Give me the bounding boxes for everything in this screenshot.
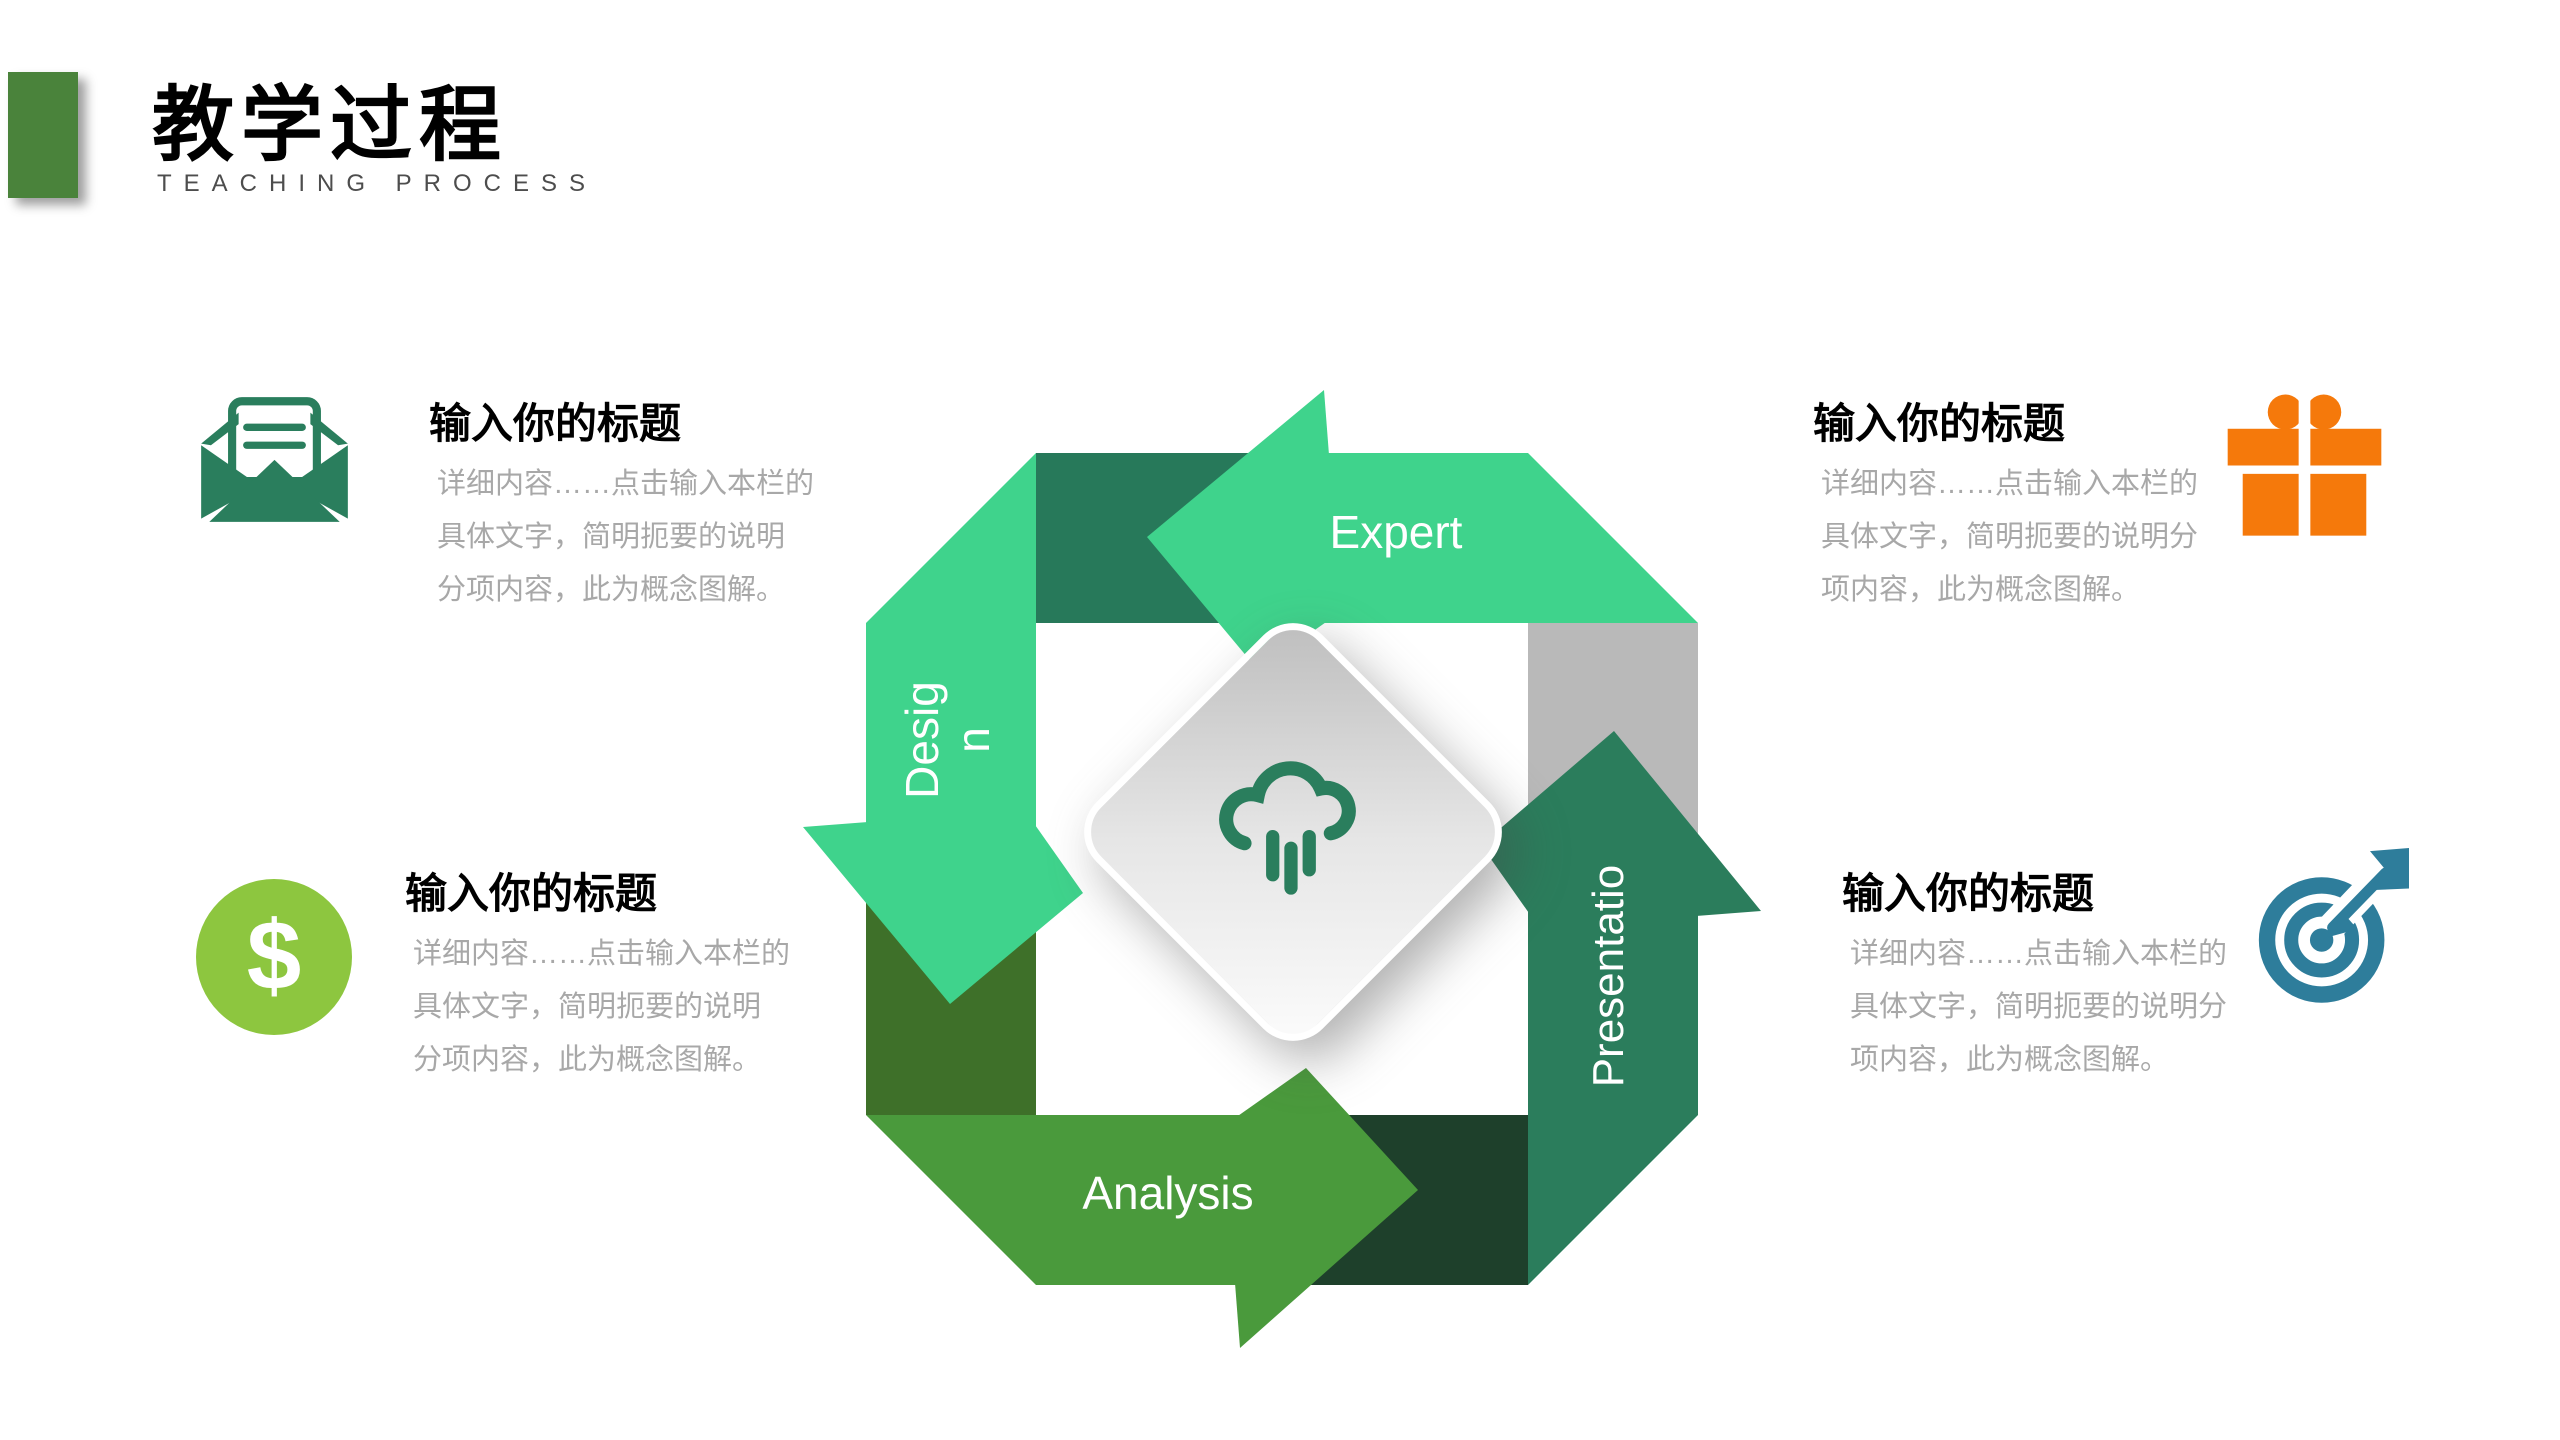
block-title-top-right: 输入你的标题 [1813,400,2066,447]
dollar-glyph: $ [246,900,302,1010]
dollar-circle-icon: $ [196,879,352,1035]
block-body-bottom-left: 详细内容……点击输入本栏的 具体文字，简明扼要的说明 分项内容，此为概念图解。 [413,928,790,1087]
block-title-bottom-right: 输入你的标题 [1842,870,2095,917]
block-body-top-left: 详细内容……点击输入本栏的 具体文字，简明扼要的说明 分项内容，此为概念图解。 [437,458,814,617]
gift-icon [2227,392,2382,539]
block-body-top-right: 详细内容……点击输入本栏的 具体文字，简明扼要的说明分 项内容，此为概念图解。 [1821,458,2198,617]
body-line: 详细内容……点击输入本栏的 [413,938,791,970]
arrow-label-expert: Expert [1329,506,1463,558]
body-line: 具体文字，简明扼要的说明 [437,521,786,553]
arrow-label-presentation: Presentatio [1584,864,1633,1088]
body-line: 详细内容……点击输入本栏的 [437,468,815,500]
body-line: 项内容，此为概念图解。 [1850,1044,2170,1076]
block-body-bottom-right: 详细内容……点击输入本栏的 具体文字，简明扼要的说明分 项内容，此为概念图解。 [1850,928,2227,1087]
body-line: 具体文字，简明扼要的说明 [413,991,762,1023]
analysis-arrowhead [1235,1068,1418,1348]
envelope-icon [201,397,348,522]
body-line: 项内容，此为概念图解。 [1821,574,2141,606]
design-arrow-body [866,453,1036,851]
body-line: 详细内容……点击输入本栏的 [1850,938,2228,970]
body-line: 分项内容，此为概念图解。 [437,574,786,606]
target-dart-icon [2258,846,2409,1003]
arrow-label-analysis: Analysis [1082,1167,1254,1219]
analysis-arrow-body [866,1115,1264,1285]
expert-arrowhead [1147,390,1329,670]
body-line: 分项内容，此为概念图解。 [413,1044,762,1076]
body-line: 具体文字，简明扼要的说明分 [1821,521,2199,553]
arrow-label-design: Desig n [896,681,999,799]
block-title-bottom-left: 输入你的标题 [405,870,658,917]
page-subtitle: TEACHING PROCESS [157,170,598,197]
rain-cloud-icon [1219,761,1356,895]
expert-arrow-body [1300,453,1698,623]
design-arrowhead [803,822,1083,1004]
presentation-arrow-body [1528,887,1698,1285]
body-line: 详细内容……点击输入本栏的 [1821,468,2199,500]
title-accent-square [8,72,78,198]
block-title-top-left: 输入你的标题 [429,400,682,447]
page-title: 教学过程 [152,80,509,171]
body-line: 具体文字，简明扼要的说明分 [1850,991,2228,1023]
presentation-arrowhead [1481,731,1761,916]
